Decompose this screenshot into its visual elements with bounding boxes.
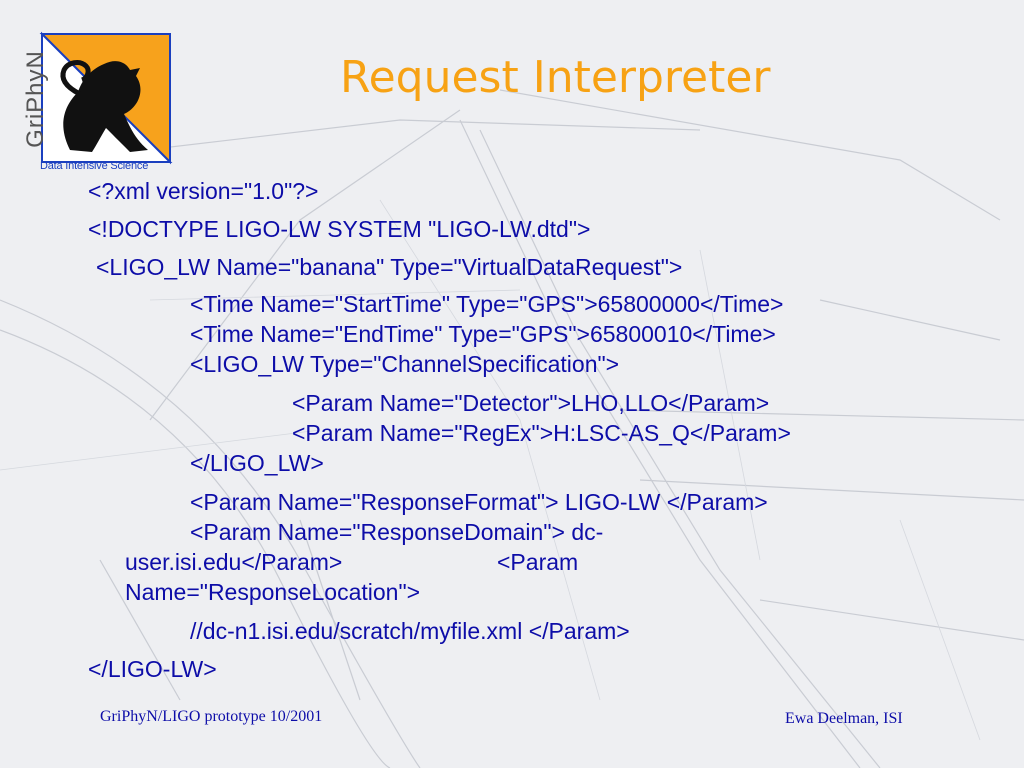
code-line: user.isi.edu</Param> (125, 549, 343, 575)
code-line: //dc-n1.isi.edu/scratch/myfile.xml </Par… (190, 618, 630, 644)
code-line: <Time Name="EndTime" Type="GPS">65800010… (190, 321, 776, 347)
code-line: <LIGO_LW Type="ChannelSpecification"> (190, 351, 620, 377)
slide-title: Request Interpreter (340, 52, 771, 103)
logo-wordmark: GriPhyN (22, 50, 49, 148)
footer-right: Ewa Deelman, ISI (785, 710, 903, 727)
griffin-icon (39, 31, 173, 165)
code-line: <?xml version="1.0"?> (88, 178, 319, 204)
code-line: <Param Name="RegEx">H:LSC-AS_Q</Param> (292, 420, 791, 446)
footer-left: GriPhyN/LIGO prototype 10/2001 (100, 708, 323, 725)
code-line: <Param Name="Detector">LHO,LLO</Param> (292, 390, 770, 416)
code-line: <Param Name="ResponseFormat"> LIGO-LW </… (190, 489, 768, 515)
code-line: <Param (497, 549, 579, 575)
code-line: <!DOCTYPE LIGO-LW SYSTEM "LIGO-LW.dtd"> (88, 216, 591, 242)
code-line: Name="ResponseLocation"> (125, 579, 421, 605)
code-line: <Time Name="StartTime" Type="GPS">658000… (190, 291, 784, 317)
code-line: <Param Name="ResponseDomain"> dc- (190, 519, 604, 545)
code-line: </LIGO_LW> (190, 450, 324, 476)
code-line: </LIGO-LW> (88, 656, 217, 682)
code-line: <LIGO_LW Name="banana" Type="VirtualData… (96, 254, 683, 280)
logo-caption: Data Intensive Science (40, 160, 149, 172)
